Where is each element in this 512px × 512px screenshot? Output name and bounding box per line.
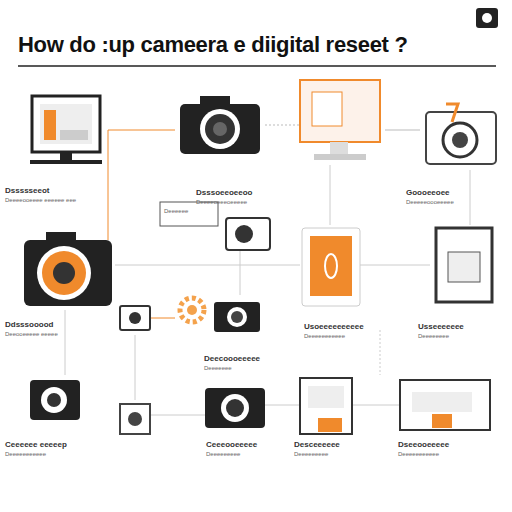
- caption-body: Deeeeoeeeoeeeee: [196, 199, 247, 205]
- caption-heading: Dssssseeot: [5, 186, 49, 195]
- caption-body: Deeeeeeeeeee: [304, 333, 345, 339]
- caption-body: Deeeeeeeee: [206, 451, 240, 457]
- caption-heading: Goooeeoee: [406, 188, 450, 197]
- caption-body: Deeeeeoooeeeee: [406, 199, 454, 205]
- title: How do :up cameera e diigital reseet ?: [18, 32, 408, 58]
- caption-body: Deeooeeeee eeeee: [5, 331, 58, 337]
- caption-heading: Ceeeooeeeee: [206, 440, 257, 449]
- caption-body: Deeeeooeeee eeeeee eee: [5, 197, 76, 203]
- caption-body: Deeeeeeeeeee: [5, 451, 46, 457]
- caption-heading: Ceeeeee eeeeep: [5, 440, 67, 449]
- caption-body: Deeeeeeee: [418, 333, 449, 339]
- caption-heading: Ddsssooood: [5, 320, 53, 329]
- caption-body: Deeeeeeeeeee: [398, 451, 439, 457]
- caption-heading: Usseeeeeee: [418, 322, 464, 331]
- caption-body: Deeeeeeeee: [294, 451, 328, 457]
- caption-body: Deeeeeee: [204, 365, 232, 371]
- caption-heading: Desceeeeee: [294, 440, 340, 449]
- caption-heading: Dsssoeeoeeoo: [196, 188, 252, 197]
- caption-heading: Usoeeeeeeeeee: [304, 322, 364, 331]
- caption-heading: Deecoooeeeee: [204, 354, 260, 363]
- caption-body: Deeeeee: [164, 208, 188, 214]
- caption-heading: Dseeooeeeee: [398, 440, 449, 449]
